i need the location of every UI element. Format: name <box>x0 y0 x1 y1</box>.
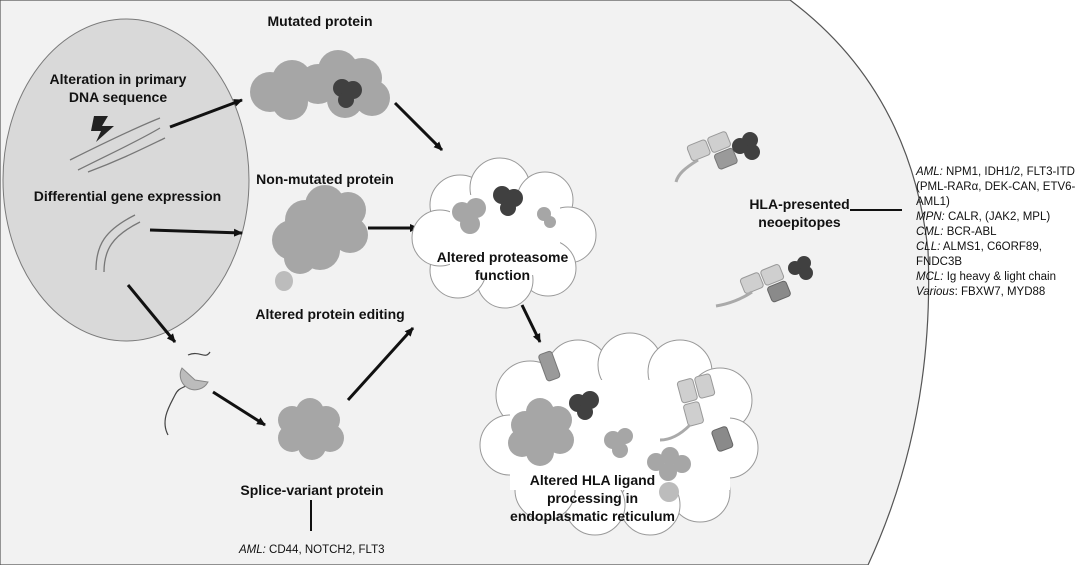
neoepitope-item-text: ALMS1, C6ORF89, FNDC3B <box>916 241 1042 268</box>
er-fragment-right <box>647 447 691 481</box>
splice-examples-prefix: AML: <box>239 544 266 556</box>
dna-strand-lower <box>95 214 136 271</box>
label-hla-processing: Altered HLA ligand processing in endopla… <box>510 472 675 524</box>
neoepitope-item: AML: NPM1, IDH1/2, FLT3-ITD (PML-RARα, D… <box>916 165 1081 210</box>
arrow-spliceosome-to-protein <box>212 390 266 427</box>
proteasome-fragment-small <box>537 207 556 228</box>
label-differential: Differential gene expression <box>33 188 222 204</box>
label-mutated: Mutated protein <box>267 13 373 29</box>
mutation-site <box>333 79 362 108</box>
neoepitope-lower <box>788 256 813 280</box>
peptide-transporter <box>538 350 561 382</box>
neoepitope-item-text: BCR-ABL <box>946 226 997 238</box>
label-alteration: Alteration in primary DNA sequence <box>49 71 187 105</box>
neoepitope-upper <box>732 132 760 160</box>
neoepitope-item: CLL: ALMS1, C6ORF89, FNDC3B <box>916 240 1081 270</box>
nucleus <box>2 18 250 342</box>
label-nonmutated: Non-mutated protein <box>256 171 394 187</box>
neoepitope-item-prefix: CML: <box>916 226 944 238</box>
label-splice: Splice-variant protein <box>240 482 384 498</box>
neoepitope-item: MPN: CALR, (JAK2, MPL) <box>916 210 1081 225</box>
dna-strand-upper-2 <box>77 127 161 171</box>
proteasome-fragment-dark <box>493 186 523 216</box>
arrow-to-mutated <box>169 98 243 129</box>
dna-strand-upper-3 <box>87 137 166 173</box>
er-droplet <box>659 482 679 502</box>
arrow-mutated-to-proteasome <box>393 101 444 152</box>
neoepitope-item-prefix: Various <box>916 286 955 298</box>
neoepitope-item: Various: FBXW7, MYD88 <box>916 285 1081 300</box>
neoepitope-list: AML: NPM1, IDH1/2, FLT3-ITD (PML-RARα, D… <box>916 165 1081 300</box>
splice-examples: AML: CD44, NOTCH2, FLT3 <box>239 543 385 558</box>
neoepitope-item-prefix: CLL: <box>916 241 941 253</box>
spliceosome-icon <box>179 367 209 391</box>
hla-molecule-er <box>676 373 716 427</box>
neoepitope-item-text: : FBXW7, MYD88 <box>954 286 1046 298</box>
label-editing: Altered protein editing <box>255 306 405 322</box>
neoepitope-item: MCL: Ig heavy & light chain <box>916 270 1081 285</box>
arrow-to-nonmutated <box>149 228 243 237</box>
neoepitope-item-prefix: MCL: <box>916 271 944 283</box>
er-fragment-dark <box>569 391 599 420</box>
nonmutated-protein-blob <box>272 185 368 274</box>
hla-membrane-upper <box>686 131 738 170</box>
mrna-strand <box>187 351 211 356</box>
arrow-splice-to-proteasome <box>346 326 415 402</box>
hla-membrane-lower <box>739 264 791 303</box>
hla-tail-er <box>659 423 692 442</box>
peptide-in-er <box>711 426 734 452</box>
er-fragment-mid <box>604 428 633 458</box>
neoepitope-item-prefix: AML: <box>916 166 943 178</box>
neoepitope-item-text: CALR, (JAK2, MPL) <box>947 211 1051 223</box>
neoepitope-item: CML: BCR-ABL <box>916 225 1081 240</box>
hla-tail-lower <box>715 290 753 308</box>
neoepitope-item-prefix: MPN: <box>916 211 945 223</box>
arrow-proteasome-to-er <box>520 304 542 343</box>
neoepitope-item-text: NPM1, IDH1/2, FLT3-ITD (PML-RARα, DEK-CA… <box>916 166 1076 208</box>
hla-tail-upper <box>674 158 699 183</box>
arrow-to-splice <box>126 284 177 343</box>
editing-droplet <box>275 271 293 291</box>
neoepitope-item-text: Ig heavy & light chain <box>946 271 1057 283</box>
label-proteasome: Altered proteasome function <box>436 249 569 283</box>
lightning-icon <box>91 116 114 142</box>
splice-variant-protein-blob <box>278 398 344 460</box>
label-neoepitopes: HLA-presented neoepitopes <box>749 196 850 230</box>
proteasome-fragment-light <box>452 198 486 234</box>
dna-strand-upper <box>69 117 161 161</box>
er-protein-large <box>508 398 574 466</box>
dna-strand-lower-2 <box>103 221 141 273</box>
splice-examples-text: CD44, NOTCH2, FLT3 <box>269 544 385 556</box>
